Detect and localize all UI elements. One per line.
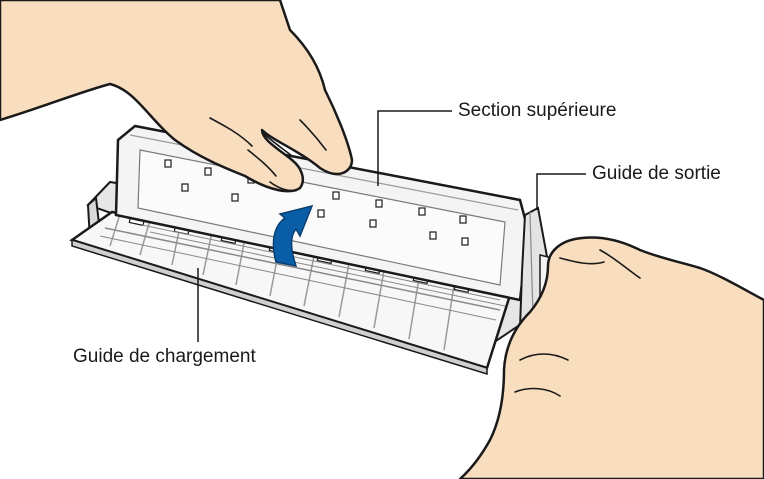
loading-guide-tray — [69, 210, 512, 376]
label-loading-guide: Guide de chargement — [73, 346, 256, 367]
right-hand — [458, 236, 764, 479]
label-output-guide: Guide de sortie — [592, 163, 721, 184]
upper-section-lid — [114, 124, 530, 307]
label-upper-section: Section supérieure — [458, 100, 617, 121]
left-hand — [0, 0, 354, 193]
leader-lines — [197, 110, 586, 342]
leader-upper-section — [377, 110, 452, 186]
lift-arrow — [272, 204, 314, 267]
leader-output-guide — [536, 173, 586, 210]
